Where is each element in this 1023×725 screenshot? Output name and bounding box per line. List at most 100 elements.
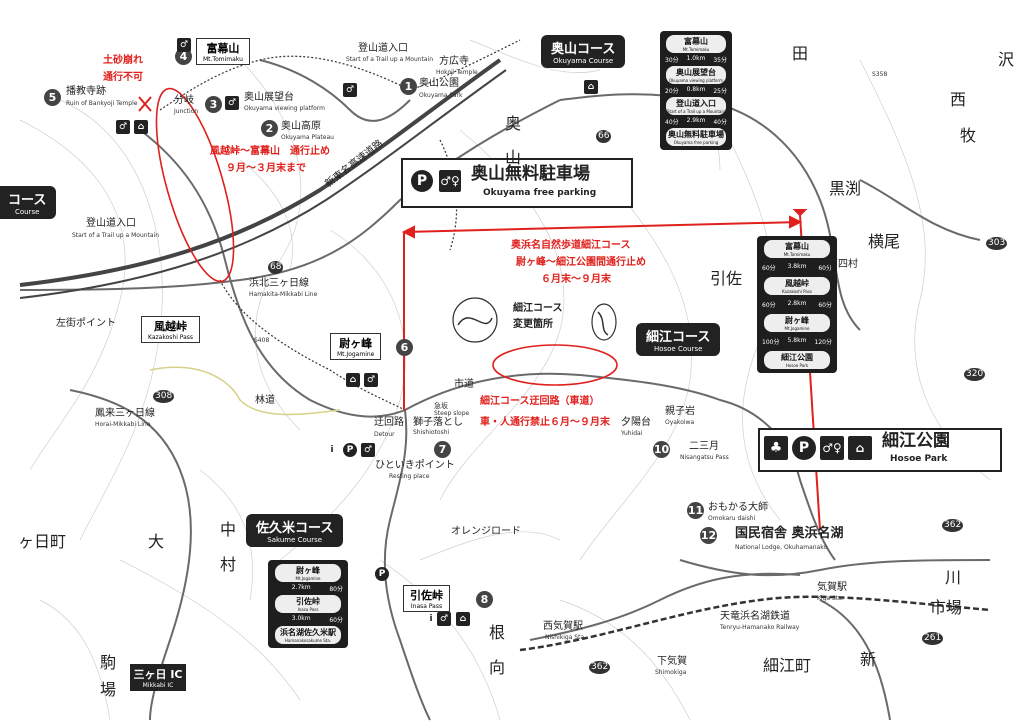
nishikiga-station-label: 西気賀駅 <box>543 621 583 632</box>
sakume-course-badge: 佐久米コース Sakume Course <box>246 514 344 547</box>
waypoint-3-label: 奥山展望台 <box>244 92 294 103</box>
waypoint-1-label-en: Okuyama Park <box>419 92 463 99</box>
detour-ban-note: 車・人通行禁止６月～９月末 <box>480 417 610 428</box>
map-text-yokobe: 横尾 <box>868 232 901 251</box>
parking-icon: P <box>375 567 389 581</box>
toilet-icon: ♂ <box>437 612 451 626</box>
expressway <box>19 58 507 299</box>
junction-label-en: Junction <box>174 108 199 115</box>
waypoint-4: 4 <box>175 48 192 65</box>
kiga-station-label: 気賀駅 <box>817 582 847 593</box>
rest-icon: ⌂ <box>134 120 148 134</box>
waypoint-11: 11 <box>687 502 704 519</box>
railway-label: 天竜浜名湖鉄道 <box>720 611 790 622</box>
hosoe-course-closure-note: 尉ヶ峰～細江公園間通行止め <box>516 257 646 268</box>
junction-label: 分岐 <box>174 95 194 106</box>
route-362b-badge: 362 <box>589 661 611 675</box>
waypoint-2: 2 <box>261 120 278 137</box>
trailhead-left-en: Start of a Trail up a Mountain <box>72 232 160 239</box>
rest-icon: ⌂ <box>456 612 470 626</box>
change-area-route-left <box>457 317 493 326</box>
closure-ellipse-kazakoshi <box>155 87 235 283</box>
waypoint-7-label: 獅子落とし <box>413 417 463 428</box>
waypoint-3-label-en: Okuyama viewing platform <box>244 105 325 112</box>
forest-road <box>149 366 341 416</box>
shimokiga-label: 下気賀 <box>657 656 687 667</box>
hosoe-park-header: ♣ P ♂♀ ⌂ 細江公園 Hosoe Park <box>758 428 1002 472</box>
detour-junction-label-en: Detour <box>374 431 395 438</box>
map-text-oku: 奥 <box>505 114 522 133</box>
map-text-koma: 駒 <box>100 653 117 672</box>
waypoint-12-label-en: National Lodge, Okuhamanako <box>735 544 828 551</box>
rest-icon: ⌂ <box>848 436 872 460</box>
waypoint-1: 1 <box>400 78 417 95</box>
oyakoiwa-label: 親子岩 <box>665 406 695 417</box>
toilet-icon: ♂ <box>361 443 375 457</box>
toilet-icon: ♂♀ <box>439 170 461 192</box>
peak-tomimaku: 富幕山 Mt.Tomimaku <box>196 38 250 65</box>
rest-icon: ⌂ <box>584 80 598 94</box>
elevation-label: S408 <box>254 337 270 344</box>
parking-title: 奥山無料駐車場 <box>471 164 590 184</box>
hosoe-course-badge: 細江コース Hosoe Course <box>636 323 721 356</box>
waypoint-3: 3 <box>205 96 222 113</box>
waypoint-2-label: 奥山高原 <box>281 121 321 132</box>
kiga-station-label-en: Kiga Sta. <box>817 595 844 602</box>
map-text-mikkabi: ヶ日町 <box>18 532 67 551</box>
parking-icon: P <box>343 443 357 457</box>
rest-icon: ⌂ <box>346 373 360 387</box>
toilet-icon: ♂ <box>177 38 191 52</box>
parking-icon: P <box>411 170 433 192</box>
detour-junction-label: 迂回路 <box>374 417 404 428</box>
parking-icon: P <box>792 436 816 460</box>
nishikiga-station-label-en: Nishikiga Sta. <box>545 634 587 641</box>
hokoji-label: 方広寺 <box>439 56 469 67</box>
map-text-nishiyotsu: 西四村 <box>828 259 858 270</box>
info-icon: i <box>427 612 435 626</box>
waypoint-12: 12 <box>700 527 717 544</box>
oyakoiwa-label-en: Oyakoiwa <box>665 419 695 426</box>
route-303-badge: 303 <box>986 237 1008 251</box>
detour-title: 細江コース迂回路（車道） <box>480 396 600 407</box>
waypoint-7-label-en: Shishiotoshi <box>413 429 450 436</box>
change-area-circle-right <box>591 303 617 341</box>
change-area-route-right <box>597 311 609 336</box>
trailhead-top-en: Start of a Trail up a Mountain <box>346 56 434 63</box>
horai-line-label: 鳳来三ヶ日線 <box>95 408 155 419</box>
yuhidai-label: 夕陽台 <box>621 417 651 428</box>
map-text-mukai: 向 <box>489 658 506 677</box>
waypoint-2-label-en: Okuyama Plateau <box>281 134 334 141</box>
peak-inasa: 引佐峠 Inasa Pass <box>403 585 450 612</box>
sadaten-point-label: 左街ポイント <box>56 318 116 329</box>
toilet-icon: ♂ <box>364 373 378 387</box>
waypoint-10-label: 二三月 <box>689 441 719 452</box>
map-text-makino: 牧 <box>960 126 977 145</box>
kazakoshi-closure-note: 風越峠～富幕山 通行止め <box>210 146 330 157</box>
railway <box>519 595 991 652</box>
landslide-note: 土砂崩れ <box>103 55 143 66</box>
map-text-shin: 新 <box>860 650 877 669</box>
railway-label-en: Tenryu-Hamanako Railway <box>720 624 800 631</box>
waypoint-8: 8 <box>476 591 493 608</box>
map-text-hiki: 引佐 <box>710 269 743 288</box>
detour-ellipse <box>492 344 618 386</box>
waypoint-7: 7 <box>434 441 451 458</box>
forest-road-label: 林道 <box>255 395 275 406</box>
route-66-badge: 66 <box>596 130 612 144</box>
waypoint-12-label: 国民宿舎 奥浜名湖 <box>735 526 844 541</box>
waypoint-11-label-en: Omokaru daishi <box>708 515 756 522</box>
